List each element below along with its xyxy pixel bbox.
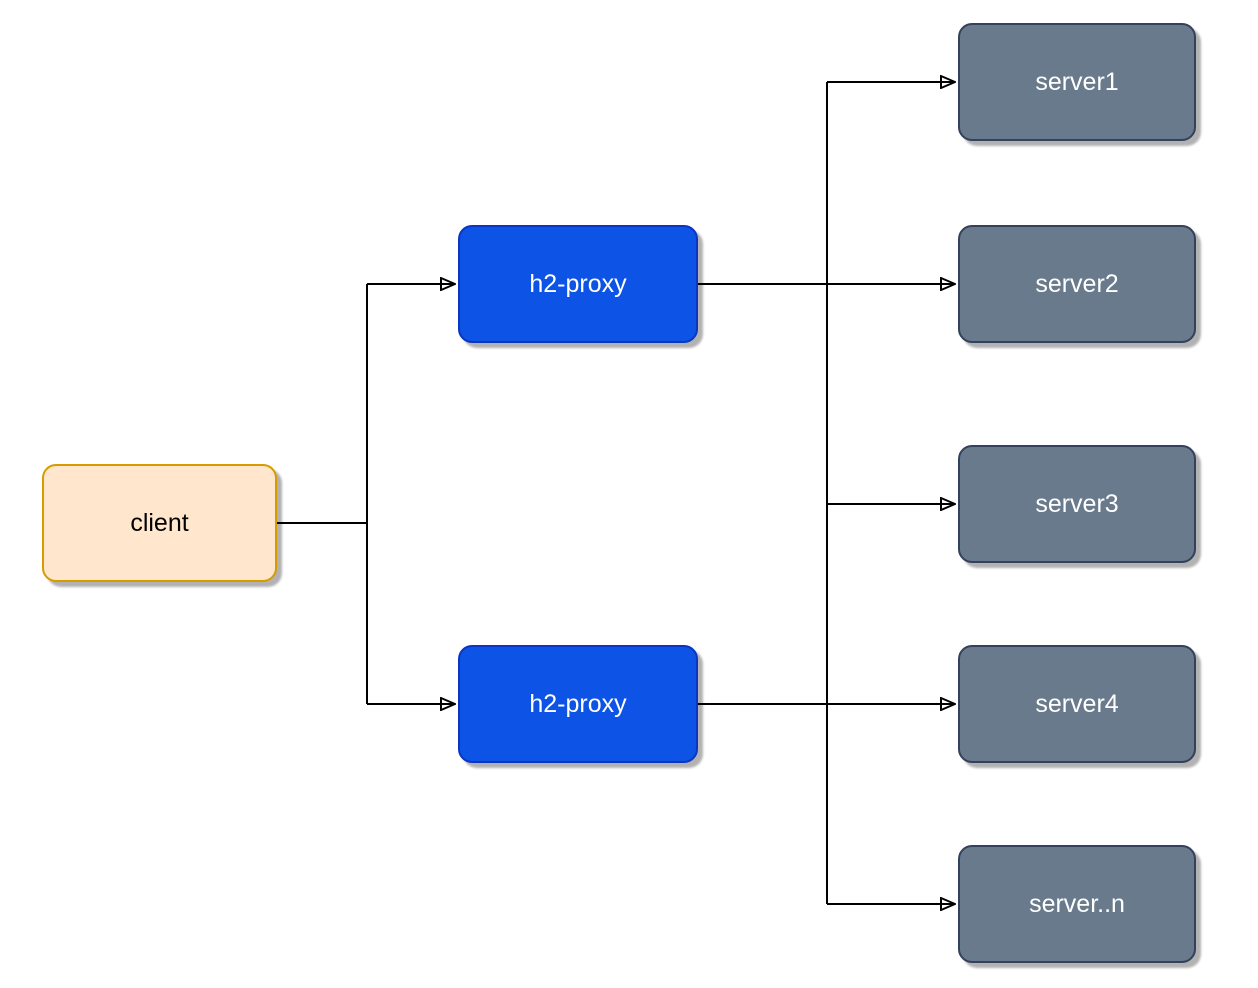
node-server3: server3 (958, 445, 1196, 563)
node-h2-proxy-bottom: h2-proxy (458, 645, 698, 763)
node-server3-label: server3 (1035, 490, 1119, 518)
node-server4-label: server4 (1035, 690, 1119, 718)
node-server2-label: server2 (1035, 270, 1119, 298)
node-server2: server2 (958, 225, 1196, 343)
node-server-n-label: server..n (1029, 890, 1125, 918)
node-h2-proxy-top: h2-proxy (458, 225, 698, 343)
node-server-n: server..n (958, 845, 1196, 963)
node-h2-proxy-top-label: h2-proxy (529, 270, 627, 298)
node-server4: server4 (958, 645, 1196, 763)
node-server1: server1 (958, 23, 1196, 141)
node-server1-label: server1 (1035, 68, 1119, 96)
node-client-label: client (130, 509, 189, 537)
node-client: client (42, 464, 277, 582)
node-h2-proxy-bottom-label: h2-proxy (529, 690, 627, 718)
